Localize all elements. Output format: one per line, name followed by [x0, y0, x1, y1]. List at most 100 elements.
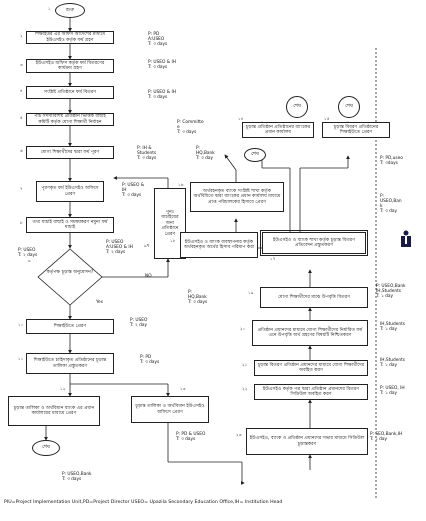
step-box-19: যোগ্য শিক্ষার্থীদের মাঝে উপবৃত্তি বিতরণ	[260, 287, 368, 308]
step-text: পাঁচ সদস্যবিশিষ্ট প্রতিষ্ঠান ভিত্তিক বাছ…	[34, 114, 106, 125]
step-number: ২	[20, 33, 23, 38]
recheck-box: পুনঃ যাচাইয়ের জন্য প্রতিষ্ঠানে প্রেরণ	[154, 188, 186, 259]
start-label: শুরু	[65, 6, 75, 13]
responsibility-label: P: PD,useo T: ৩days	[380, 156, 403, 166]
responsibility-label: P: USEO A:USEO & IH T: ২ days	[106, 240, 133, 255]
step-number: ২২	[242, 386, 248, 391]
legend-footer: PIU=Project Implementation Unit,PD=Proje…	[4, 500, 283, 505]
decision-no-label: NO	[145, 274, 152, 279]
step-number: ৩	[20, 62, 23, 67]
end-label: শেষ	[345, 103, 353, 109]
end-label: শেষ	[251, 151, 259, 157]
end-node: শেষ	[244, 148, 266, 162]
end-node: শেষ	[286, 96, 308, 118]
step-text: ইউএসইও অফিস কর্তৃক ফর্ম বিতরণের কার্যক্র…	[35, 60, 105, 71]
step-text: প্রতিষ্ঠান প্রধানদের মাধ্যমে যোগ্য শিক্ষ…	[257, 327, 363, 338]
step-box-23: ইউএসইও, ব্যাংক ও প্রতিষ্ঠান প্রধানদের সভ…	[246, 428, 368, 455]
step-text: ইউএসইও ও ব্যাংক শাখা কর্তৃক চূড়ান্ত বিত…	[273, 237, 355, 248]
step-number: ৫	[20, 115, 23, 120]
start-node: শুরু	[55, 3, 85, 18]
step-text: চূড়ান্ত বিবরণ প্রতিষ্ঠানের শিক্ষাইউতে প…	[333, 124, 379, 135]
responsibility-label: P: USEO & IH T: ৩ days	[148, 90, 176, 100]
step-number: ৬	[20, 148, 23, 153]
step-text: যোগ্য শিক্ষার্থীদের মাঝে উপবৃত্তি বিতরণ	[278, 294, 350, 300]
step-text: চূড়ান্ত তালিকা ও অর্থবিধান ব্যাংক এর প্…	[13, 405, 95, 416]
responsibility-label: P: USEO,Bank IH,Students T: ১ day	[376, 284, 406, 299]
step-box-2: শিক্ষাইউর এর অফিস আদেশের মাধ্যমে ইউএসইও …	[26, 31, 114, 44]
step-text: যোগ্য শিক্ষার্থীদের দ্বারা ফর্ম পূরণ	[40, 149, 100, 155]
step-text: চূড়ান্ত বিতরণ প্রতিষ্ঠান প্রধানদের মাধ্…	[257, 362, 365, 373]
step-number: ১২	[60, 386, 66, 391]
person-icon	[401, 230, 411, 247]
step-box-3: ইউএসইও অফিস কর্তৃক ফর্ম বিতরণের কার্যক্র…	[26, 59, 114, 73]
responsibility-label: P: HQ,Bank T: ৩ day	[196, 146, 215, 161]
responsibility-label: P: PD & USEO T: ৩ days	[176, 432, 206, 442]
step-box-16: অর্থবহনকৃত ব্যাংক সংশ্লিষ্ট শাখা কর্তৃক …	[190, 182, 284, 212]
step-box-14: চূড়ান্ত প্রতিষ্ঠান প্রতিষ্ঠানের ব্যাংকে…	[242, 122, 314, 138]
step-number: ৯খ	[144, 243, 150, 248]
step-text: পূরণকৃত ফর্ম ইউএসইও অফিসে প্রেরণ	[41, 186, 99, 197]
step-text: ইউএসইও, ব্যাংক ও প্রতিষ্ঠান প্রধানদের সভ…	[249, 436, 365, 447]
step-number: ১৩	[180, 386, 186, 391]
step-number: ১৭	[270, 256, 276, 261]
step-box-10: শিক্ষাইউতে প্রেরণ	[26, 319, 114, 334]
step-number: ১৪	[238, 116, 244, 121]
responsibility-label: P: USEO,Bank T: ৩ days	[62, 472, 92, 482]
step-box-4: সংশ্লিষ্ট প্রতিষ্ঠানে ফর্ম বিতরণ	[26, 86, 114, 99]
decision-diamond	[37, 248, 103, 306]
step-number: ৭	[20, 186, 23, 191]
step-text: শিক্ষাইউতে প্রেরণ	[53, 323, 87, 329]
responsibility-label: P: IH & Students T: ৩ days	[137, 146, 157, 161]
responsibility-label: P: USEO & IH T: ৩ days	[122, 183, 145, 198]
responsibility-label: IH,Students T: ১ day	[380, 358, 406, 368]
step-number: ১	[48, 6, 51, 11]
step-text: শিক্ষাইউতে চাহিদাকৃত প্রতিষ্ঠানের চূড়ান…	[33, 358, 107, 369]
step-number: ২১	[242, 362, 248, 367]
responsibility-label: P: USEO, IH T: ১ day	[380, 386, 405, 396]
step-box-11: শিক্ষাইউতে চাহিদাকৃত প্রতিষ্ঠানের চূড়ান…	[26, 353, 114, 374]
step-text: চূড়ান্ত প্রতিষ্ঠান প্রতিষ্ঠানের ব্যাংকে…	[245, 124, 311, 135]
step-number: ১৫	[324, 116, 330, 121]
step-box-15: চূড়ান্ত বিবরণ প্রতিষ্ঠানের শিক্ষাইউতে প…	[322, 122, 390, 138]
step-text: ইউএসইও ও ব্যাংক ব্যবস্থাপনার কর্তৃক অর্থ…	[183, 239, 255, 250]
responsibility-label: P: USEO T: ২ day	[130, 318, 148, 328]
responsibility-label: P: PD T: ৩ days	[140, 355, 160, 365]
step-number: ১০	[18, 322, 24, 327]
step-box-6: যোগ্য শিক্ষার্থীদের দ্বারা ফর্ম পূরণ	[26, 146, 114, 159]
step-box-20: প্রতিষ্ঠান প্রধানদের মাধ্যমে যোগ্য শিক্ষ…	[252, 320, 368, 346]
step-text: ইউএসইও কর্তৃক পত্র দ্বারা প্রতিষ্ঠান প্র…	[262, 386, 360, 397]
responsibility-label: P: USEO T: ২ days	[18, 248, 38, 258]
step-number: ২৩	[236, 432, 242, 437]
decision-text: কর্তৃপক্ষ চূড়ান্ত অনুমোদন?	[46, 270, 94, 275]
step-number: ১৮	[170, 238, 176, 243]
step-box-5: পাঁচ সদস্যবিশিষ্ট প্রতিষ্ঠান ভিত্তিক বাছ…	[26, 113, 114, 126]
step-number: ১৯	[248, 290, 254, 295]
step-text: তথ্য যাচাই বাছাই ও সমন্বয়করণ নমুনা ফর্ম…	[32, 219, 108, 230]
responsibility-label: P: Committe e T: ৩ days	[177, 120, 204, 135]
end-label: শেষ	[42, 444, 50, 450]
step-text: সংশ্লিষ্ট প্রতিষ্ঠানে ফর্ম বিতরণ	[43, 89, 97, 95]
step-number: ১৬	[178, 182, 184, 187]
step-text: পুনঃ যাচাইয়ের জন্য প্রতিষ্ঠানে প্রেরণ	[161, 209, 179, 237]
step-number: ৮	[20, 220, 23, 225]
step-box-8: তথ্য যাচাই বাছাই ও সমন্বয়করণ নমুনা ফর্ম…	[26, 217, 114, 233]
step-number: ৪	[20, 88, 23, 93]
step-box-18: ইউএসইও ও ব্যাংক ব্যবস্থাপনার কর্তৃক অর্থ…	[180, 232, 258, 258]
step-box-7: পূরণকৃত ফর্ম ইউএসইও অফিসে প্রেরণ	[36, 181, 104, 202]
step-text: চূড়ান্ত তালিকা ও অর্থবিধান ইউএসইও অফিসে…	[135, 404, 205, 415]
step-number: ২০	[240, 326, 246, 331]
responsibility-label: P: USEO,Ban k T: ৩ day	[380, 194, 402, 214]
step-box-22: ইউএসইও কর্তৃক পত্র দ্বারা প্রতিষ্ঠান প্র…	[254, 384, 368, 400]
end-node: শেষ	[338, 96, 360, 118]
step-text: অর্থবহনকৃত ব্যাংক সংশ্লিষ্ট শাখা কর্তৃক …	[193, 188, 281, 205]
responsibility-label: P: PD A:USEO T: ৩ days	[148, 32, 168, 47]
step-box-12: চূড়ান্ত তালিকা ও অর্থবিধান ব্যাংক এর প্…	[8, 396, 100, 426]
responsibility-label: P: HQ,Bank T: ৩ days	[188, 290, 208, 305]
step-box-13: চূড়ান্ত তালিকা ও অর্থবিধান ইউএসইও অফিসে…	[131, 396, 209, 423]
responsibility-label: P: USEO & IH T: ৩ days	[148, 60, 176, 70]
end-label: শেষ	[293, 103, 301, 109]
step-number: ৯	[28, 258, 31, 263]
step-text: শিক্ষাইউর এর অফিস আদেশের মাধ্যমে ইউএসইও …	[34, 32, 106, 43]
